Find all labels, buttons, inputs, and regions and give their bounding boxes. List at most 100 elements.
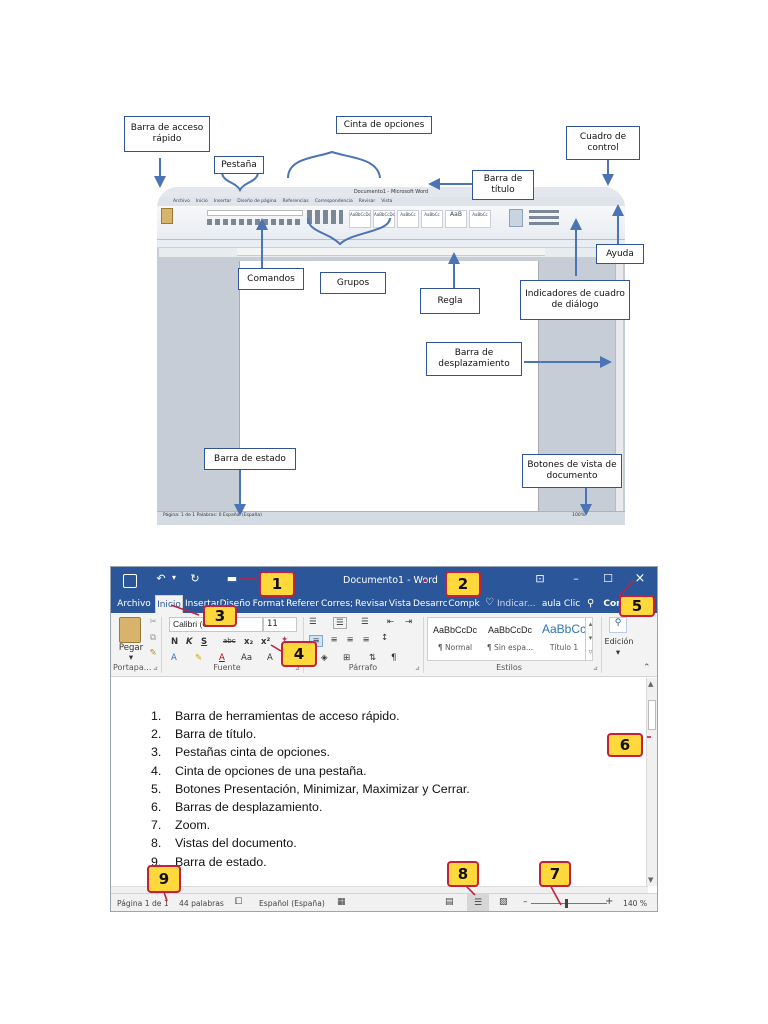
clear-format-icon[interactable]: ✦ bbox=[281, 635, 289, 645]
tab-desarrollador[interactable]: Desarrc bbox=[413, 599, 447, 609]
horizontal-scrollbar[interactable] bbox=[111, 886, 648, 893]
word-count[interactable]: 44 palabras bbox=[179, 899, 224, 908]
w2010-tab[interactable]: Archivo bbox=[173, 199, 190, 204]
paste-button[interactable]: Pegar bbox=[118, 643, 144, 653]
tab-insertar[interactable]: Insertar bbox=[185, 599, 219, 609]
w2010-tab[interactable]: Revisar bbox=[358, 199, 376, 204]
maximize-icon[interactable]: ☐ bbox=[603, 572, 613, 585]
scroll-up-icon[interactable]: ▲ bbox=[648, 680, 654, 688]
dialog-launcher-icon[interactable]: ⊿ bbox=[295, 665, 301, 672]
strikethrough-icon[interactable]: abc bbox=[223, 637, 236, 645]
collapse-ribbon-icon[interactable]: ⌃ bbox=[643, 663, 651, 673]
find-icon[interactable]: ⚲ bbox=[609, 617, 627, 633]
ribbon-display-options-icon[interactable]: ⊡ bbox=[535, 572, 545, 585]
close-icon[interactable]: × bbox=[634, 571, 646, 586]
copy-icon[interactable]: ⧉ bbox=[149, 633, 157, 643]
scroll-down-icon[interactable]: ▼ bbox=[648, 876, 654, 884]
numbering-icon[interactable]: ☰ bbox=[333, 617, 347, 629]
zoom-slider-thumb[interactable] bbox=[565, 899, 569, 908]
share-button[interactable]: Con bbox=[603, 599, 623, 609]
shading-icon[interactable]: ◈ bbox=[321, 653, 328, 663]
format-painter-icon[interactable]: ✎ bbox=[149, 648, 157, 658]
w2010-font-combo[interactable] bbox=[207, 210, 303, 216]
sort-icon[interactable]: ⇅ bbox=[369, 653, 377, 663]
print-layout-icon[interactable]: ☰ bbox=[467, 894, 489, 911]
paste-icon[interactable] bbox=[119, 617, 141, 643]
chevron-down-icon[interactable]: ▾ bbox=[615, 648, 621, 658]
undo-icon[interactable]: ↶ bbox=[156, 572, 166, 585]
styles-scroll[interactable]: ▴▾▿ bbox=[585, 617, 595, 661]
tab-formato[interactable]: Format bbox=[252, 599, 285, 609]
chevron-down-icon[interactable]: ▾ bbox=[171, 573, 176, 582]
tab-complementos[interactable]: Compk bbox=[448, 599, 480, 609]
bold-icon[interactable]: N bbox=[171, 637, 179, 647]
open-folder-icon[interactable]: ▬ bbox=[226, 572, 238, 585]
justify-icon[interactable]: ≡ bbox=[362, 635, 370, 645]
w2010-vertical-scrollbar[interactable] bbox=[615, 257, 623, 511]
w2010-style[interactable]: AaBbCc bbox=[397, 210, 419, 228]
show-marks-icon[interactable]: ¶ bbox=[391, 653, 397, 663]
web-layout-icon[interactable]: ▧ bbox=[499, 897, 508, 907]
tab-inicio[interactable]: Inicio bbox=[155, 595, 183, 613]
decrease-indent-icon[interactable]: ⇤ bbox=[387, 617, 395, 627]
document-area[interactable] bbox=[111, 678, 657, 886]
underline-icon[interactable]: S bbox=[201, 637, 208, 647]
style-preview-no-spacing[interactable]: AaBbCcDc bbox=[487, 625, 532, 635]
line-spacing-icon[interactable]: ↕ bbox=[381, 633, 389, 643]
page-count[interactable]: Página 1 de 1 bbox=[117, 899, 169, 908]
change-case-icon[interactable]: Aa bbox=[241, 653, 253, 663]
style-preview-heading1[interactable]: AaBbCc bbox=[541, 622, 587, 636]
italic-icon[interactable]: K bbox=[186, 637, 193, 647]
w2010-paragraph-commands[interactable] bbox=[307, 210, 343, 224]
account-name[interactable]: aula Clic bbox=[541, 599, 581, 609]
multilevel-list-icon[interactable]: ☰ bbox=[361, 617, 369, 627]
highlight-icon[interactable]: ✎ bbox=[195, 653, 203, 663]
font-color-icon[interactable]: A bbox=[219, 653, 225, 663]
style-name-normal[interactable]: ¶ Normal bbox=[437, 643, 473, 652]
w2010-font-commands[interactable] bbox=[207, 219, 303, 225]
w2010-tab[interactable]: Diseño de página bbox=[237, 199, 277, 204]
tab-archivo[interactable]: Archivo bbox=[117, 599, 151, 609]
dialog-launcher-icon[interactable]: ⊿ bbox=[593, 665, 599, 672]
tell-me-search[interactable]: Indicar... bbox=[497, 599, 536, 609]
w2010-change-styles-icon[interactable] bbox=[509, 209, 523, 227]
w2010-editing-commands[interactable] bbox=[529, 210, 559, 226]
macro-icon[interactable]: ▦ bbox=[337, 897, 346, 907]
superscript-icon[interactable]: x² bbox=[261, 637, 271, 647]
w2010-style[interactable]: AaB bbox=[445, 210, 467, 228]
subscript-icon[interactable]: x₂ bbox=[244, 637, 254, 647]
align-center-icon[interactable]: ≡ bbox=[330, 635, 338, 645]
share-user-icon[interactable]: ⚲ bbox=[587, 598, 595, 609]
scroll-thumb[interactable] bbox=[648, 700, 656, 730]
w2010-tab[interactable]: Correspondencia bbox=[314, 199, 353, 204]
w2010-tab[interactable]: Vista bbox=[381, 199, 393, 204]
increase-indent-icon[interactable]: ⇥ bbox=[405, 617, 413, 627]
w2010-tab[interactable]: Insertar bbox=[213, 199, 232, 204]
style-name-heading1[interactable]: Título 1 bbox=[549, 643, 579, 652]
grow-font-icon[interactable]: A bbox=[267, 653, 273, 663]
text-effects-icon[interactable]: A bbox=[171, 653, 177, 663]
style-preview-normal[interactable]: AaBbCcDc bbox=[432, 625, 477, 635]
borders-icon[interactable]: ⊞ bbox=[343, 653, 351, 663]
vertical-scrollbar[interactable]: ▲ ▼ bbox=[646, 678, 657, 886]
redo-icon[interactable]: ↻ bbox=[190, 572, 200, 585]
w2010-style[interactable]: AaBbCcDc bbox=[349, 210, 371, 228]
tab-correspondencia[interactable]: Corres; bbox=[320, 599, 354, 609]
tab-referencias[interactable]: Referer bbox=[286, 599, 319, 609]
proofing-icon[interactable]: ⧠ bbox=[235, 897, 243, 907]
tab-revisar[interactable]: Revisar bbox=[355, 599, 387, 609]
align-right-icon[interactable]: ≡ bbox=[346, 635, 354, 645]
tab-diseno[interactable]: Diseño bbox=[219, 599, 251, 609]
editing-button[interactable]: Edición bbox=[604, 637, 634, 646]
bullets-icon[interactable]: ☰ bbox=[309, 617, 317, 627]
w2010-tab[interactable]: Referencias bbox=[282, 199, 309, 204]
read-mode-icon[interactable]: ▤ bbox=[445, 897, 454, 907]
zoom-slider[interactable] bbox=[531, 899, 607, 908]
w2010-style[interactable]: AaBbCc bbox=[421, 210, 443, 228]
chevron-down-icon[interactable]: ▾ bbox=[128, 653, 134, 663]
w2010-style[interactable]: AaBbCc bbox=[469, 210, 491, 228]
language[interactable]: Español (España) bbox=[259, 899, 325, 908]
tab-vista[interactable]: Vista bbox=[388, 599, 412, 609]
dialog-launcher-icon[interactable]: ⊿ bbox=[153, 665, 159, 672]
w2010-paste-icon[interactable] bbox=[161, 208, 173, 224]
